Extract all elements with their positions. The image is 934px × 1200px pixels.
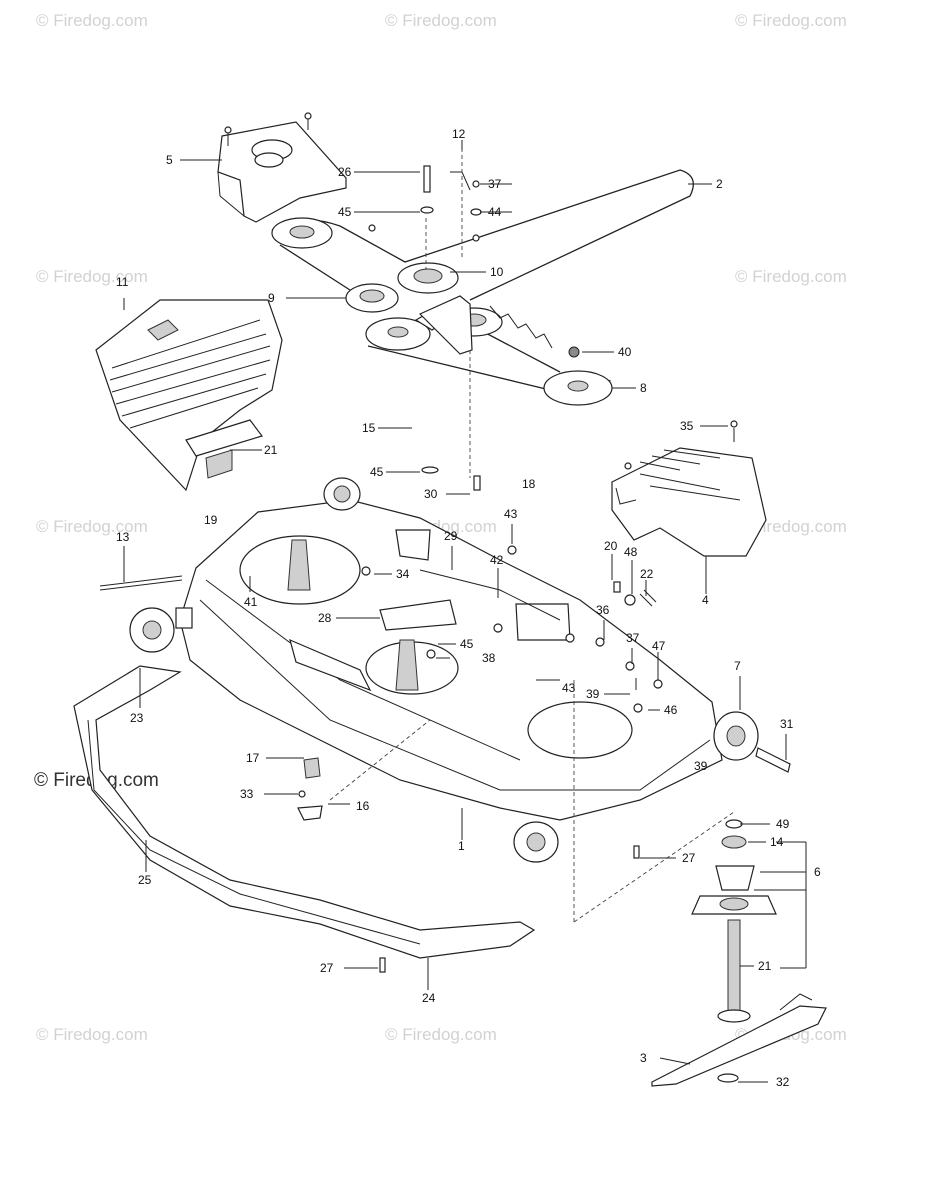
label-5: 5 — [166, 153, 173, 167]
label-39: 39 — [586, 687, 600, 701]
hardware-top — [368, 148, 482, 270]
label-23: 23 — [130, 711, 144, 725]
label-27: 27 — [320, 961, 334, 975]
watermark: © Firedog.com — [735, 11, 847, 30]
label-45: 45 — [370, 465, 384, 479]
label-27: 27 — [682, 851, 696, 865]
label-29: 29 — [444, 529, 458, 543]
label-46: 46 — [664, 703, 678, 717]
part-labels: 5 2 12 26 37 45 44 10 11 9 40 8 15 35 21… — [116, 127, 821, 1089]
label-39: 39 — [694, 759, 708, 773]
label-24: 24 — [422, 991, 436, 1005]
discharge-cover-right — [611, 420, 767, 607]
label-37: 37 — [488, 177, 502, 191]
deck-baffle-bumper — [73, 665, 536, 959]
watermark: © Firedog.com — [36, 11, 148, 30]
spindle-assembly — [573, 680, 827, 1087]
label-9: 9 — [268, 291, 275, 305]
label-47: 47 — [652, 639, 666, 653]
label-17: 17 — [246, 751, 260, 765]
grass-deflector — [95, 299, 283, 492]
idler-arm-spring — [414, 295, 553, 491]
label-28: 28 — [318, 611, 332, 625]
label-30: 30 — [424, 487, 438, 501]
leader-lines — [123, 140, 807, 1083]
label-37: 37 — [626, 631, 640, 645]
label-11: 11 — [116, 275, 129, 289]
label-13: 13 — [116, 530, 130, 544]
bolts-27 — [379, 845, 640, 973]
label-22: 22 — [640, 567, 654, 581]
watermark: © Firedog.com — [735, 267, 847, 286]
label-15: 15 — [362, 421, 376, 435]
label-35: 35 — [680, 419, 694, 433]
deck-housing — [179, 499, 723, 821]
label-43: 43 — [562, 681, 576, 695]
watermark: © Firedog.com — [36, 267, 148, 286]
label-45: 45 — [460, 637, 474, 651]
belt-and-pulleys — [271, 169, 694, 406]
label-21: 21 — [264, 443, 278, 457]
label-43: 43 — [504, 507, 518, 521]
label-14: 14 — [770, 835, 784, 849]
label-12: 12 — [452, 127, 466, 141]
label-6: 6 — [814, 865, 821, 879]
label-49: 49 — [776, 817, 790, 831]
label-33: 33 — [240, 787, 254, 801]
adjustment-parts — [297, 719, 431, 821]
label-25: 25 — [138, 873, 152, 887]
label-40: 40 — [618, 345, 632, 359]
label-38: 38 — [482, 651, 496, 665]
label-41: 41 — [244, 595, 258, 609]
label-18: 18 — [522, 477, 536, 491]
label-45: 45 — [338, 205, 352, 219]
label-31: 31 — [780, 717, 794, 731]
label-2: 2 — [716, 177, 723, 191]
watermark: © Firedog.com — [385, 11, 497, 30]
label-19: 19 — [204, 513, 218, 527]
label-32: 32 — [776, 1075, 790, 1089]
label-48: 48 — [624, 545, 638, 559]
label-7: 7 — [734, 659, 741, 673]
label-4: 4 — [702, 593, 709, 607]
label-34: 34 — [396, 567, 410, 581]
label-1: 1 — [458, 839, 465, 853]
label-3: 3 — [640, 1051, 647, 1065]
label-44: 44 — [488, 205, 502, 219]
label-42: 42 — [490, 553, 504, 567]
pulley-cover-left — [217, 112, 347, 223]
watermark: © Firedog.com — [36, 517, 148, 536]
rod-13 — [99, 575, 183, 591]
watermark: © Firedog.com — [36, 1025, 148, 1044]
label-10: 10 — [490, 265, 504, 279]
watermark: © Firedog.com — [385, 1025, 497, 1044]
label-20: 20 — [604, 539, 618, 553]
label-36: 36 — [596, 603, 610, 617]
label-16: 16 — [356, 799, 370, 813]
label-21: 21 — [758, 959, 772, 973]
label-8: 8 — [640, 381, 647, 395]
gauge-wheels — [129, 477, 791, 863]
label-26: 26 — [338, 165, 352, 179]
